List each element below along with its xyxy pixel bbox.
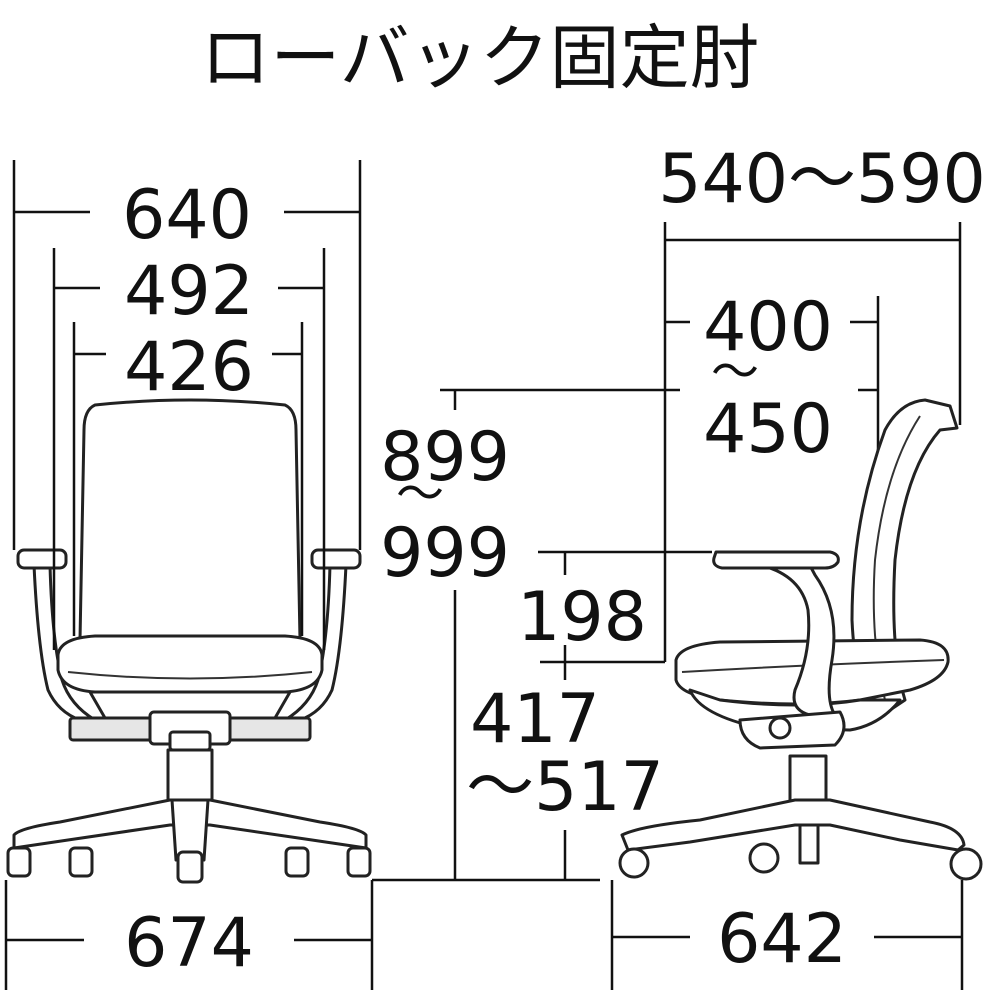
backrest-front xyxy=(78,398,302,642)
seat-depth-sep: 〜 xyxy=(711,344,759,400)
total-height-top: 899 xyxy=(380,418,510,497)
base-side xyxy=(620,798,966,852)
dim-backrest-width: 426 xyxy=(72,322,304,636)
dim-seat-height: 417 〜517 xyxy=(466,660,665,880)
seat-depth-bottom: 450 xyxy=(703,390,833,469)
front-casters xyxy=(6,846,372,884)
armrest-height-label: 198 xyxy=(517,578,647,657)
overall-width-label: 640 xyxy=(122,176,252,255)
arm-support-side xyxy=(740,560,837,717)
dim-overall-width: 640 xyxy=(12,160,362,550)
dim-base-width: 674 xyxy=(4,880,374,990)
dim-overall-depth: 540〜590 xyxy=(658,140,986,662)
total-height-bottom: 999 xyxy=(380,514,510,593)
seat-height-top: 417 xyxy=(470,680,600,759)
right-armrest-pad xyxy=(310,548,362,570)
drawing-title: ローバック固定肘 xyxy=(200,17,759,99)
dim-armrest-height: 198 xyxy=(517,550,712,662)
seat-height-bottom: 〜517 xyxy=(466,748,664,827)
backrest-width-label: 426 xyxy=(124,328,254,407)
dim-seat-depth: 400 〜 450 xyxy=(665,288,880,660)
side-view-chair xyxy=(618,398,983,881)
seat-front xyxy=(56,634,324,694)
armrest-width-label: 492 xyxy=(124,252,254,331)
gas-cylinder-front xyxy=(166,748,214,802)
total-height-sep: 〜 xyxy=(396,466,444,522)
dim-total-height: 899 〜 999 xyxy=(380,388,680,880)
gas-cylinder-side xyxy=(788,754,828,804)
seat-depth-top: 400 xyxy=(703,288,833,367)
armrest-pad-side xyxy=(712,550,840,570)
overall-depth-label: 540〜590 xyxy=(658,140,986,219)
base-width-label: 674 xyxy=(124,904,254,983)
left-armrest-pad xyxy=(16,548,68,570)
base-depth-label: 642 xyxy=(717,900,847,979)
front-view-chair xyxy=(6,398,372,884)
side-casters xyxy=(618,842,983,881)
dim-armrest-width: 492 xyxy=(52,248,326,650)
mechanism xyxy=(68,716,154,742)
dim-base-depth: 642 xyxy=(610,880,964,990)
